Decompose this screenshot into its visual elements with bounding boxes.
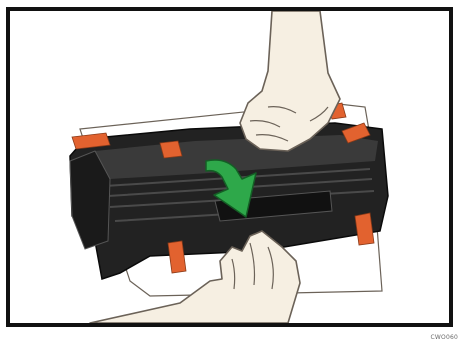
protective-tape-icon bbox=[160, 141, 182, 158]
illustration-frame bbox=[6, 7, 453, 327]
cartridge-illustration bbox=[10, 11, 449, 323]
figure-code: CWO060 bbox=[431, 334, 459, 341]
